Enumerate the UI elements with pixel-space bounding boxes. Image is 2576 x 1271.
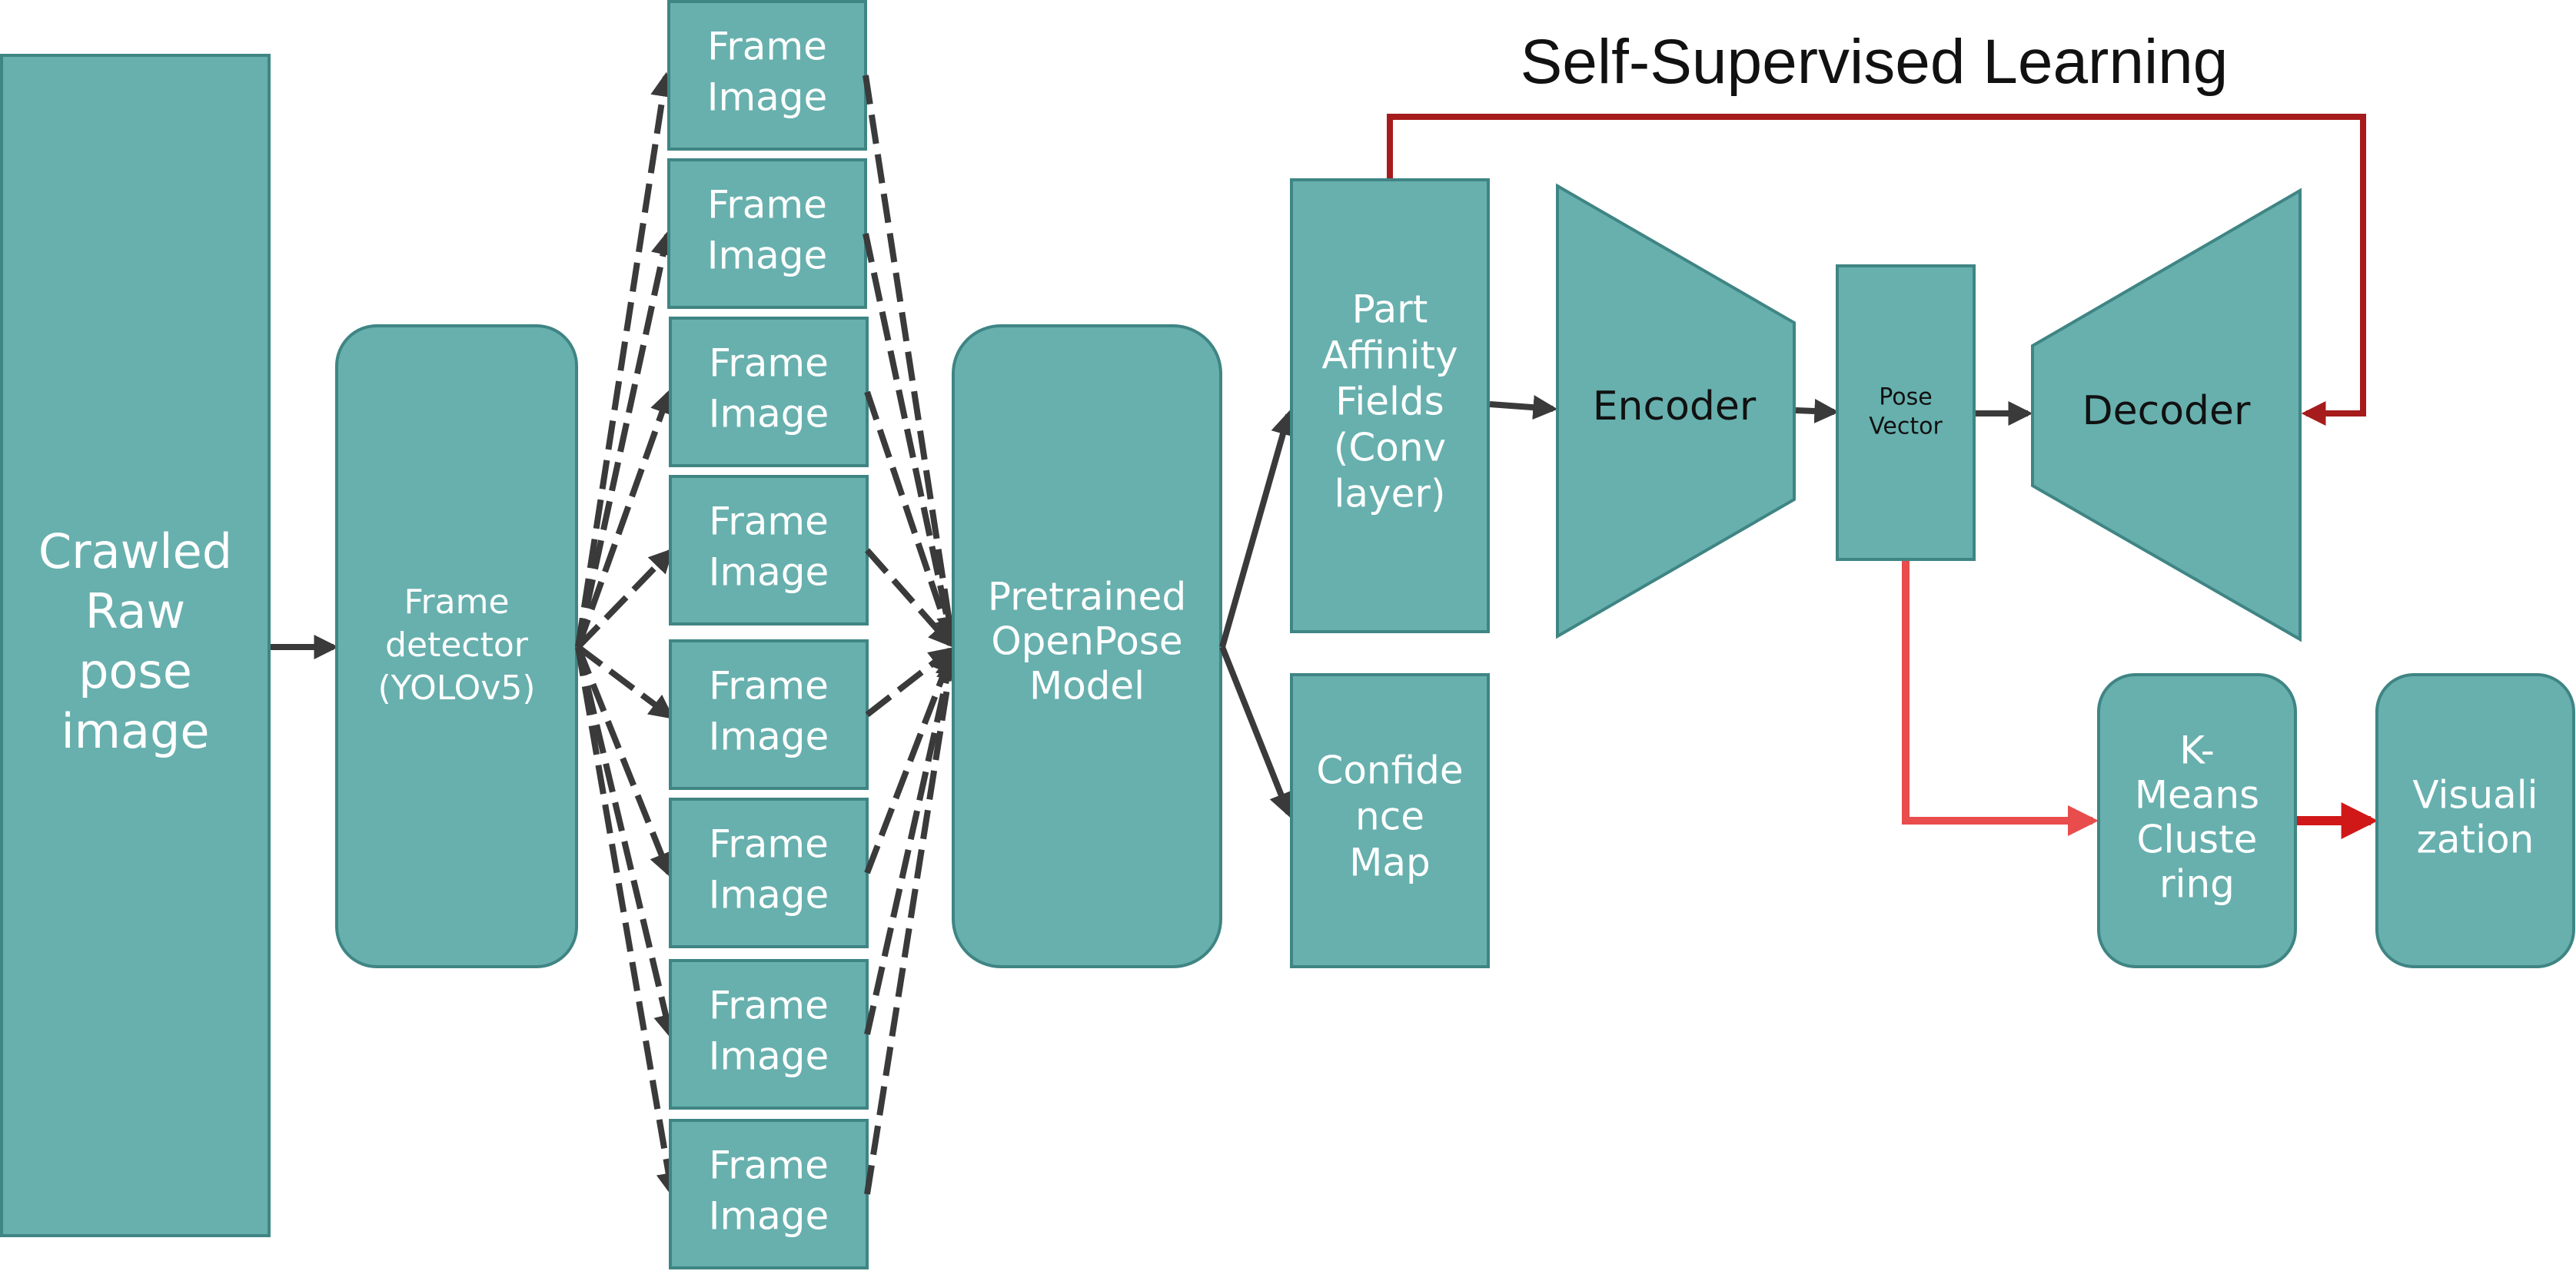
detector-to-frames-arrows xyxy=(575,71,681,1198)
kmeans-node: K- Means Cluste ring xyxy=(2097,673,2297,968)
raw-label-0: Crawled xyxy=(38,523,232,579)
paf-label-1: Affinity xyxy=(1321,334,1458,378)
raw-label-2: pose xyxy=(78,643,192,699)
confidence-label-0: Confide xyxy=(1316,748,1463,793)
decoder-node: Decoder xyxy=(2031,187,2302,642)
confidence-map-node: Confide nce Map xyxy=(1290,673,1490,968)
feedback-arrow xyxy=(1387,114,2366,426)
openpose-label-0: Pretrained xyxy=(988,575,1186,619)
encoder-to-posevector-arrow xyxy=(1795,398,1840,423)
detector-label-2: (YOLOv5) xyxy=(377,669,535,708)
frame-4-line-1: Image xyxy=(709,715,829,759)
frame-image-1: Frame Image xyxy=(667,158,867,309)
frame-detector-node: Frame detector (YOLOv5) xyxy=(335,324,578,968)
raw-image-node: Crawled Raw pose image xyxy=(0,54,271,1237)
frame-6-line-1: Image xyxy=(709,1034,829,1079)
frame-7-line-1: Image xyxy=(709,1194,829,1239)
frame-image-4: Frame Image xyxy=(669,639,869,790)
frame-3-line-1: Image xyxy=(709,550,829,595)
openpose-node: Pretrained OpenPose Model xyxy=(952,324,1222,968)
encoder-node: Encoder xyxy=(1556,183,1796,639)
frame-2-line-0: Frame xyxy=(709,341,829,386)
paf-label-0: Part xyxy=(1352,287,1428,332)
frame-1-line-1: Image xyxy=(707,234,828,278)
detector-label-1: detector xyxy=(385,626,529,665)
paf-label-3: (Conv xyxy=(1334,426,1446,470)
paf-node: Part Affinity Fields (Conv layer) xyxy=(1290,178,1490,633)
pose-vector-label-1: Vector xyxy=(1869,413,1943,440)
frame-5-line-0: Frame xyxy=(709,822,829,867)
visualization-node: Visuali zation xyxy=(2375,673,2575,968)
raw-label-1: Raw xyxy=(85,583,185,639)
paf-to-encoder-arrow xyxy=(1489,395,1558,420)
pose-vector-label-0: Pose xyxy=(1879,384,1932,411)
kmeans-label-0: K- xyxy=(2179,728,2215,773)
frame-0-line-0: Frame xyxy=(707,25,827,69)
diagram-title: Self-Supervised Learning xyxy=(1521,27,2229,97)
frame-1-line-0: Frame xyxy=(707,183,827,227)
raw-label-3: image xyxy=(61,703,209,759)
frame-3-line-0: Frame xyxy=(709,499,829,544)
paf-label-2: Fields xyxy=(1335,380,1444,424)
frame-image-7: Frame Image xyxy=(669,1119,869,1269)
detector-label-0: Frame xyxy=(404,582,509,622)
posevector-to-kmeans-arrow xyxy=(1902,561,2099,836)
pose-vector-node: Pose Vector xyxy=(1836,264,1976,561)
confidence-label-2: Map xyxy=(1349,841,1431,885)
frame-image-0: Frame Image xyxy=(667,0,867,151)
openpose-to-paf-arrow xyxy=(1219,410,1295,649)
visualization-label-0: Visuali xyxy=(2412,773,2538,818)
frame-7-line-0: Frame xyxy=(709,1143,829,1188)
openpose-label-2: Model xyxy=(1029,664,1145,709)
frame-image-3: Frame Image xyxy=(669,475,869,626)
frame-6-line-0: Frame xyxy=(709,984,829,1028)
openpose-to-confidence-arrow xyxy=(1219,645,1293,818)
frames-to-openpose-arrows xyxy=(863,75,961,1195)
openpose-label-1: OpenPose xyxy=(991,619,1182,664)
paf-label-4: layer) xyxy=(1335,472,1446,516)
kmeans-label-3: ring xyxy=(2159,862,2235,907)
frame-5-line-1: Image xyxy=(709,873,829,918)
frame-image-6: Frame Image xyxy=(669,959,869,1110)
decoder-label: Decoder xyxy=(2082,388,2251,434)
kmeans-label-2: Cluste xyxy=(2137,818,2258,862)
encoder-label: Encoder xyxy=(1593,383,1757,430)
frame-2-line-1: Image xyxy=(709,392,829,436)
kmeans-label-1: Means xyxy=(2135,773,2259,818)
confidence-label-1: nce xyxy=(1355,795,1424,839)
frame-0-line-1: Image xyxy=(707,75,828,120)
frame-4-line-0: Frame xyxy=(709,664,829,709)
frame-image-2: Frame Image xyxy=(669,317,869,467)
visualization-label-1: zation xyxy=(2417,818,2534,862)
frame-image-5: Frame Image xyxy=(669,798,869,948)
